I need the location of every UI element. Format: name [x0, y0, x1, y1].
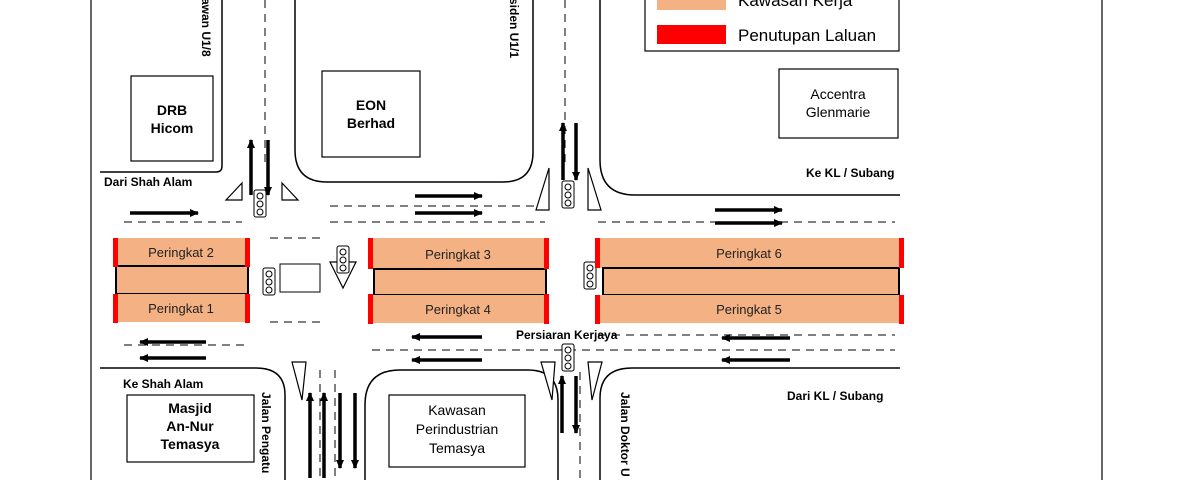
- work-zone-peringkat-3: [372, 238, 546, 268]
- road-label-dari-kl-subang: Dari KL / Subang: [787, 389, 883, 403]
- svg-text:An-Nur: An-Nur: [166, 418, 214, 434]
- traffic-lights: [253, 180, 597, 372]
- traffic-arrows: [130, 122, 790, 478]
- closure-swatch: [657, 25, 726, 44]
- road-label-dari-shah-alam: Dari Shah Alam: [104, 175, 192, 189]
- work-zone-peringkat-2: [116, 238, 248, 266]
- work-zone-median-right: [602, 267, 900, 296]
- work-zone-peringkat-4: [372, 295, 546, 323]
- road-label-jalan-u1-8: awan U1/8: [199, 0, 213, 57]
- legend-label-closure: Penutupan Laluan: [738, 26, 876, 45]
- road-label-ke-shah-alam: Ke Shah Alam: [123, 377, 203, 391]
- road-label-persiaran-kerjaya: Persiaran Kerjaya: [516, 328, 618, 342]
- legend: Kawasan Kerja Penutupan Laluan: [644, 0, 900, 52]
- svg-text:Temasya: Temasya: [161, 436, 220, 452]
- closure-bars: [113, 238, 904, 324]
- phase-label-4: Peringkat 4: [425, 302, 491, 317]
- road-edges: [100, 0, 900, 480]
- work-zones: [115, 238, 900, 323]
- building-eon-berhad: EON Berhad: [321, 70, 421, 158]
- traffic-light-icon: [561, 343, 575, 372]
- phase-label-2: Peringkat 2: [148, 245, 214, 260]
- svg-text:Temasya: Temasya: [429, 440, 485, 456]
- work-zone-median-center: [373, 268, 547, 296]
- phase-label-6: Peringkat 6: [716, 246, 782, 261]
- building-masjid-an-nur: Masjid An-Nur Temasya: [126, 394, 255, 463]
- phase-label-1: Peringkat 1: [148, 301, 214, 316]
- phase-label-3: Peringkat 3: [425, 247, 491, 262]
- svg-text:DRB: DRB: [157, 102, 187, 118]
- lane-markings: [124, 0, 895, 480]
- work-zone-peringkat-1: [116, 294, 248, 322]
- traffic-light-icon: [561, 180, 575, 209]
- road-label-ke-kl-subang: Ke KL / Subang: [806, 166, 894, 180]
- svg-text:EON: EON: [356, 97, 386, 113]
- svg-text:Glenmarie: Glenmarie: [806, 104, 871, 120]
- traffic-light-icon: [336, 245, 350, 274]
- work-zone-peringkat-5: [598, 295, 900, 323]
- traffic-light-icon: [253, 189, 267, 218]
- svg-text:Masjid: Masjid: [168, 400, 212, 416]
- svg-text:Perindustrian: Perindustrian: [416, 421, 499, 437]
- road-label-jalan-u1-1: siden U1/1: [507, 0, 521, 58]
- road-label-jalan-pengatur: Jalan Pengatu: [259, 392, 273, 473]
- svg-text:Kawasan: Kawasan: [428, 402, 486, 418]
- work-zone-median-left: [115, 265, 249, 295]
- legend-label-work-zone: Kawasan Kerja: [738, 0, 853, 10]
- svg-text:Accentra: Accentra: [810, 86, 865, 102]
- svg-text:Berhad: Berhad: [347, 115, 395, 131]
- work-zone-swatch: [657, 0, 726, 10]
- building-accentra-glenmarie: Accentra Glenmarie: [778, 68, 899, 139]
- svg-text:Hicom: Hicom: [151, 120, 194, 136]
- work-zone-peringkat-6: [598, 238, 900, 268]
- road-label-jalan-doktor: Jalan Doktor U: [618, 392, 632, 477]
- building-kawasan-perindustrian: Kawasan Perindustrian Temasya: [388, 394, 526, 468]
- traffic-light-icon: [583, 261, 597, 290]
- building-drb-hicom: DRB Hicom: [130, 75, 214, 162]
- phase-label-5: Peringkat 5: [716, 302, 782, 317]
- traffic-light-icon: [262, 267, 276, 296]
- intersection-box: [279, 263, 321, 293]
